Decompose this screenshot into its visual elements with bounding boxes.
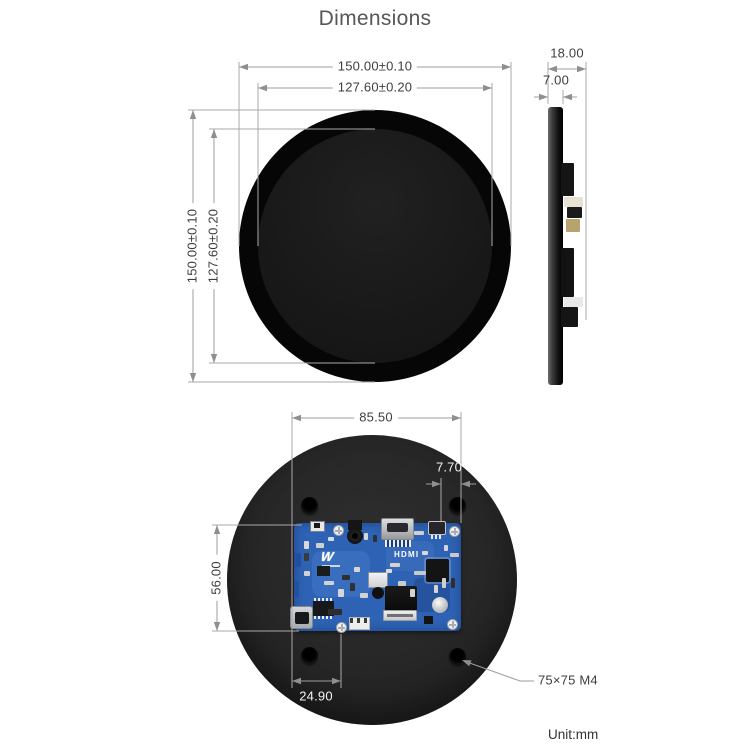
passive-component xyxy=(342,575,350,580)
mount-hole-bottom-right xyxy=(449,648,466,665)
pcb-screw xyxy=(336,622,347,633)
passive-component xyxy=(410,589,415,597)
passive-component xyxy=(354,567,360,572)
fpc-slot xyxy=(387,614,413,617)
passive-component xyxy=(304,553,309,561)
round-cap-component xyxy=(372,587,384,599)
port-offset-label: 7.70 xyxy=(435,459,463,475)
side-connector-4 xyxy=(566,219,580,232)
passive-component xyxy=(444,545,448,551)
side-connector-5 xyxy=(561,248,574,297)
audio-jack-hole xyxy=(352,533,358,539)
pcb-screw xyxy=(449,526,460,537)
micro-hdmi-port xyxy=(428,521,446,535)
mount-spec-label: 75×75 M4 xyxy=(538,672,598,688)
side-connector-1 xyxy=(561,163,574,196)
front-view-screen xyxy=(258,129,492,363)
passive-component xyxy=(350,583,355,591)
hdmi-port-pins xyxy=(385,540,411,547)
hdmi-port-slot xyxy=(387,523,408,532)
hdmi-silkscreen-text: HDMI xyxy=(394,550,420,559)
passive-component xyxy=(450,553,459,557)
passive-component xyxy=(324,581,334,585)
pcb-width-label: 85.50 xyxy=(354,410,398,426)
front-display-width-label: 127.60±0.20 xyxy=(332,80,418,96)
jst-connector xyxy=(349,617,370,630)
passive-component xyxy=(304,571,310,576)
soic-pins-bottom xyxy=(314,616,333,619)
driver-ic-chip xyxy=(426,559,449,582)
side-connector-6 xyxy=(564,297,583,307)
pcb-screw xyxy=(333,525,344,536)
metal-standoff xyxy=(432,597,448,613)
unit-note: Unit:mm xyxy=(548,727,599,742)
waveshare-logo-icon: W xyxy=(319,549,335,564)
side-view-panel xyxy=(548,107,563,385)
passive-component xyxy=(386,569,392,573)
pcb-height-label: 56.00 xyxy=(209,555,225,601)
passive-component xyxy=(451,578,455,588)
micro-hdmi-pins xyxy=(431,535,443,539)
mount-hole-bottom-left xyxy=(301,647,318,664)
logo-text-bar xyxy=(322,565,340,567)
audio-jack-base xyxy=(348,520,362,530)
front-outer-height-label: 150.00±0.10 xyxy=(185,202,201,290)
page-title: Dimensions xyxy=(318,7,432,30)
passive-component xyxy=(414,531,424,535)
hole-offset-label: 24.90 xyxy=(299,688,333,704)
passive-component xyxy=(328,609,342,615)
small-ic-chip xyxy=(317,566,330,576)
pcb-screw xyxy=(447,619,458,630)
pcb-edge-pad xyxy=(294,553,301,567)
passive-component xyxy=(316,543,324,548)
mount-hole-top-left xyxy=(301,497,318,514)
side-connector-2 xyxy=(564,197,583,207)
passive-component xyxy=(360,593,368,598)
side-connector-3 xyxy=(567,207,582,218)
passive-component xyxy=(422,551,428,555)
side-connector-7 xyxy=(561,307,578,327)
passive-component xyxy=(442,578,446,588)
side-panel-thickness-label: 7.00 xyxy=(542,72,570,88)
passive-component xyxy=(364,533,368,540)
passive-component xyxy=(304,541,309,549)
passive-component xyxy=(414,571,426,575)
driver-pcb: W HDMI xyxy=(290,518,461,633)
power-switch-knob xyxy=(314,523,320,528)
passive-component xyxy=(434,585,438,593)
micro-usb-slot xyxy=(295,612,309,624)
passive-component xyxy=(390,563,400,567)
soic-pins-top xyxy=(314,598,333,601)
passive-component xyxy=(398,581,406,586)
passive-component xyxy=(328,537,334,541)
front-outer-width-label: 150.00±0.10 xyxy=(332,59,418,75)
passive-component xyxy=(338,589,344,597)
mount-hole-top-right xyxy=(449,497,466,514)
side-total-thickness-label: 18.00 xyxy=(550,45,584,61)
small-component xyxy=(424,616,433,624)
passive-component xyxy=(373,535,377,542)
pcb-edge-pad xyxy=(294,581,299,597)
front-display-height-label: 127.60±0.20 xyxy=(206,202,222,290)
